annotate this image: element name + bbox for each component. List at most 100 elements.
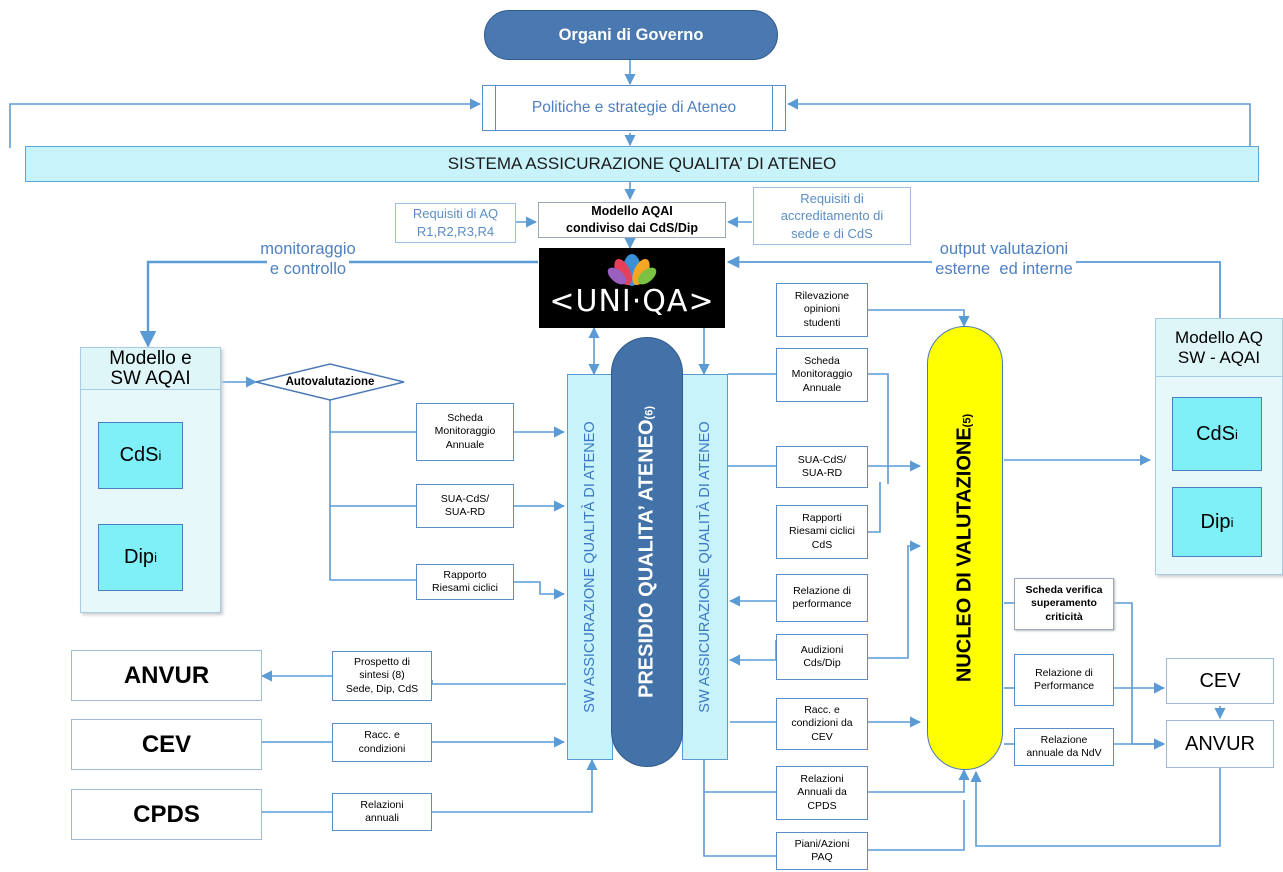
doc-text: Rapporti <box>802 511 842 524</box>
presidio-sup: (6) <box>643 406 656 420</box>
doc-text: CEV <box>811 730 833 743</box>
doc-text: sintesi (8) <box>359 669 405 682</box>
doc-text: Monitoraggio <box>434 425 496 438</box>
doc-rel-performance-right: Relazione di Performance <box>1014 654 1114 706</box>
nucleo-text: NUCLEO DI VALUTAZIONE <box>953 427 976 683</box>
doc-text: Audizioni <box>800 643 844 656</box>
doc-text: Relazione di <box>1035 666 1093 679</box>
doc-text: SUA-CdS/ <box>797 453 847 466</box>
requisiti-acc-line1: Requisiti di <box>800 190 864 206</box>
nucleo-valutazione-node: NUCLEO DI VALUTAZIONE(5) <box>927 326 1003 770</box>
doc-racc-left: Racc. e condizioni <box>332 723 432 762</box>
doc-text: performance <box>792 598 852 610</box>
sw-column-right-label: SW ASSICURAZIONE QUALITÀ DI ATENEO <box>697 421 713 713</box>
cpds-left-box: CPDS <box>71 789 262 840</box>
doc-text: Prospetto di <box>353 655 411 668</box>
doc-text: Relazione di <box>793 584 851 597</box>
doc-rapporto-left: Rapporto Riesami ciclici <box>416 564 514 600</box>
organi-di-governo-node: Organi di Governo <box>484 10 778 60</box>
modello-aqai-line1: Modello AQAI <box>591 204 673 219</box>
doc-text: Relazioni <box>360 798 404 811</box>
right-model-title-line2: SW - AQAI <box>1177 347 1261 367</box>
autovalutazione-label: Autovalutazione <box>285 376 375 388</box>
modello-aqai-line2: condiviso dai CdS/Dip <box>566 221 698 235</box>
right-cds-label: CdS <box>1196 422 1235 445</box>
doc-text: Riesami ciclici <box>789 525 855 538</box>
doc-text: Scheda <box>447 411 483 424</box>
doc-text: CdS <box>811 538 833 551</box>
doc-text: SUA-RD <box>444 506 486 518</box>
monitoraggio-label: monitoraggio e controllo <box>228 236 388 284</box>
uniqa-logo: <UNI·QA> <box>539 248 725 328</box>
doc-text: Scheda verifica <box>1025 583 1103 596</box>
doc-text: Performance <box>1033 680 1095 692</box>
doc-text: Cds/Dip <box>803 657 841 669</box>
doc-text: PAQ <box>811 851 833 863</box>
doc-sua-left: SUA-CdS/ SUA-RD <box>416 484 514 528</box>
anvur-left-box: ANVUR <box>71 650 262 701</box>
doc-text: Monitoraggio <box>791 368 853 381</box>
monitoraggio-line2: e controllo <box>266 260 350 280</box>
sw-column-left: SW ASSICURAZIONE QUALITÀ DI ATENEO <box>567 374 613 760</box>
doc-text: SUA-CdS/ <box>440 492 490 505</box>
doc-scheda-monitoraggio-mid: Scheda Monitoraggio Annuale <box>776 348 868 402</box>
doc-text: Sede, Dip, CdS <box>345 682 419 695</box>
autovalutazione-diamond <box>255 363 405 401</box>
right-cds-sub: i <box>1235 426 1238 442</box>
doc-text: CPDS <box>807 799 837 812</box>
nucleo-sup: (5) <box>961 413 974 428</box>
right-model-title: Modello AQ SW - AQAI <box>1156 319 1282 377</box>
anvur-right-box: ANVUR <box>1166 720 1274 768</box>
doc-text: annuale da NdV <box>1026 747 1102 759</box>
doc-text: studenti <box>803 316 841 329</box>
left-model-title-line2: SW AQAI <box>110 367 191 389</box>
sw-column-left-label: SW ASSICURAZIONE QUALITÀ DI ATENEO <box>582 421 598 713</box>
requisiti-acc-line2: accreditamento di <box>780 208 884 224</box>
politiche-label: Politiche e strategie di Ateneo <box>531 99 737 116</box>
doc-text: Racc. e <box>364 729 400 742</box>
doc-text: SUA-RD <box>801 467 843 479</box>
doc-scheda-monitoraggio-left: Scheda Monitoraggio Annuale <box>416 403 514 461</box>
doc-sua-mid: SUA-CdS/ SUA-RD <box>776 446 868 488</box>
left-cds-label: CdS <box>119 444 159 466</box>
doc-racc-mid: Racc. e condizioni da CEV <box>776 698 868 750</box>
requisiti-aq-box: Requisiti di AQ R1,R2,R3,R4 <box>395 203 516 243</box>
output-line1: output valutazioni <box>936 240 1072 260</box>
presidio-qualita-node: PRESIDIO QUALITA’ ATENEO(6) <box>611 337 683 767</box>
politiche-strategie-box: Politiche e strategie di Ateneo <box>482 85 786 131</box>
monitoraggio-line1: monitoraggio <box>257 240 359 260</box>
cev-right-box: CEV <box>1166 658 1274 704</box>
politiche-left-rule <box>495 86 496 130</box>
doc-text: Relazioni <box>800 772 844 785</box>
doc-text: annuali <box>365 812 399 824</box>
left-dip-label: Dip <box>124 546 155 568</box>
doc-text: condizioni <box>358 742 406 755</box>
right-model-title-line1: Modello AQ <box>1175 327 1263 347</box>
left-cds-sub: i <box>158 448 162 463</box>
doc-text: Riesami ciclici <box>432 582 498 594</box>
doc-cpds-mid: Relazioni Annuali da CPDS <box>776 766 868 820</box>
requisiti-accreditamento-box: Requisiti di accreditamento di sede e di… <box>753 187 911 245</box>
sw-column-right: SW ASSICURAZIONE QUALITÀ DI ATENEO <box>682 374 728 760</box>
sistema-aq-bar: SISTEMA ASSICURAZIONE QUALITA’ DI ATENEO <box>25 146 1259 182</box>
left-model-title: Modello e SW AQAI <box>81 348 220 390</box>
uniqa-logo-text: <UNI·QA> <box>549 284 715 319</box>
cev-left-box: CEV <box>71 719 262 770</box>
left-dip-sub: i <box>154 550 157 565</box>
doc-text: Scheda <box>804 354 840 367</box>
presidio-label: PRESIDIO QUALITA’ ATENEO(6) <box>636 406 659 698</box>
lotus-icon <box>607 254 657 286</box>
doc-text: superamento <box>1031 597 1097 610</box>
politiche-right-rule <box>772 86 773 130</box>
doc-scheda-verifica: Scheda verifica superamento criticità <box>1014 578 1114 630</box>
doc-audizioni: Audizioni Cds/Dip <box>776 634 868 680</box>
presidio-text: PRESIDIO QUALITA’ ATENEO <box>635 419 658 698</box>
doc-rilevazione: Rilevazione opinioni studenti <box>776 283 868 337</box>
right-dip-label: Dip <box>1200 510 1231 533</box>
left-model-title-line1: Modello e <box>109 347 192 369</box>
